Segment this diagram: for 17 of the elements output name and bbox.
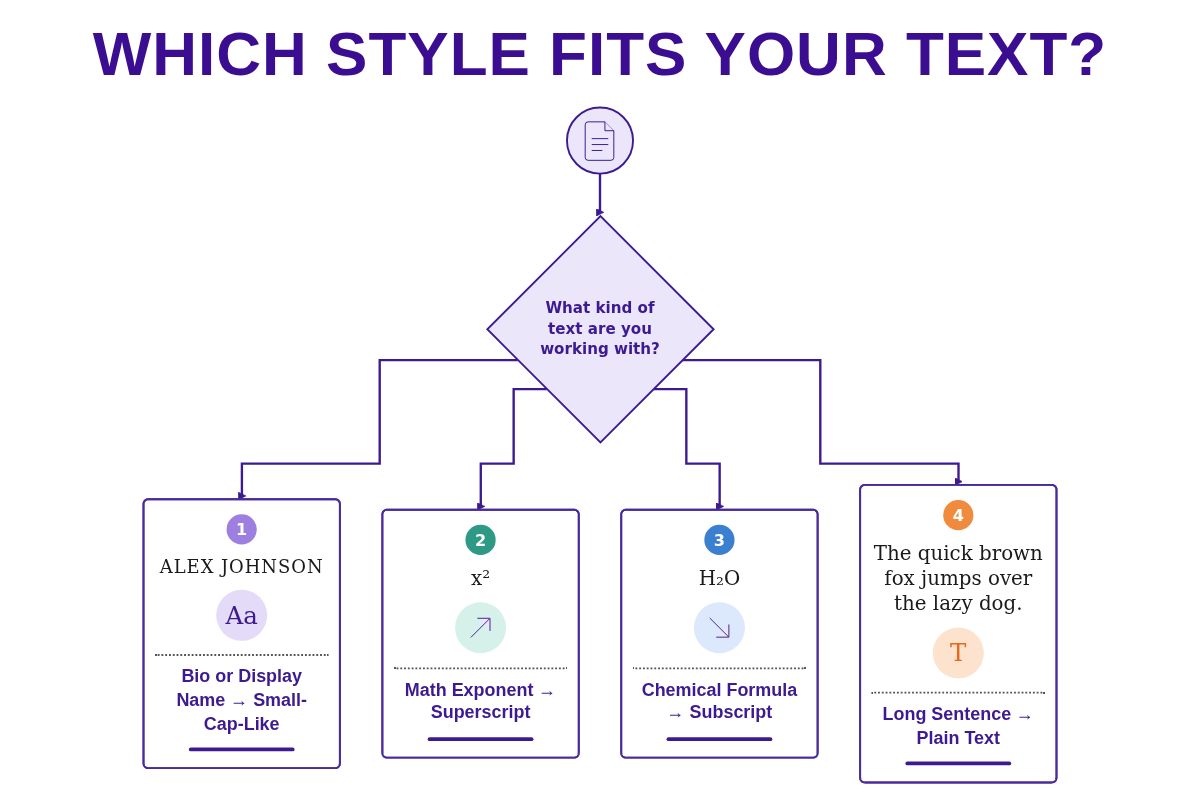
style-label: Math Exponent → Superscript — [403, 678, 558, 725]
arrow — [653, 388, 724, 511]
style-label: Chemical Formula → Subscript — [640, 678, 799, 725]
arrow — [237, 358, 518, 501]
arrow — [595, 172, 605, 217]
style-label: Bio or Display Name → Small-Cap-Like — [175, 665, 308, 736]
node-circle — [566, 106, 634, 175]
sample-text: ALEX JOHNSON — [159, 555, 324, 579]
sample-text: The quick brown fox jumps over the lazy dog. — [873, 541, 1044, 616]
question-text: What kind of text are you working with? — [539, 298, 661, 360]
sample-text: H₂O — [698, 566, 741, 592]
title: WHICH STYLE FITS YOUR TEXT? — [91, 18, 1109, 89]
sample-text: x² — [471, 566, 491, 592]
node-diamond — [486, 214, 715, 444]
style-label: Long Sentence → Plain Text — [881, 703, 1036, 750]
arrow — [476, 388, 547, 511]
arrow — [682, 358, 963, 486]
